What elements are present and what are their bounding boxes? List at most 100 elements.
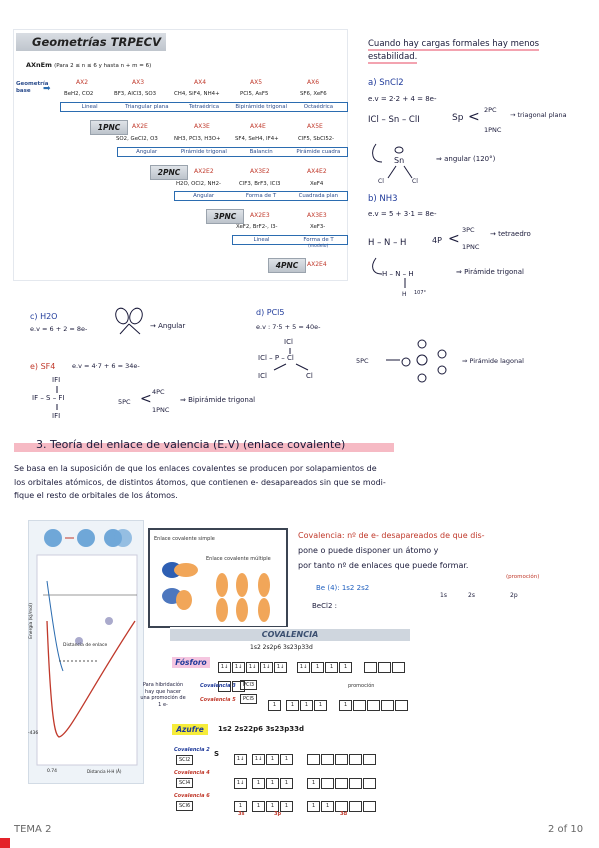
- svg-text:IFI: IFI: [52, 412, 60, 420]
- svg-text:IFI: IFI: [52, 376, 60, 384]
- covalencia-figure: COVALENCIA 1s2 2s2p6 3s23p33d Fósforo 1↓…: [170, 627, 410, 822]
- example: SF4, SeH4, IF4+: [235, 136, 279, 142]
- item-e-pnc: 1PNC: [152, 406, 170, 414]
- tag: AX4E: [250, 123, 266, 130]
- tag: AX3: [132, 79, 145, 86]
- orbital-1s: 1s: [440, 592, 447, 599]
- label-3s: 3s: [238, 811, 245, 817]
- label-3d: 3d: [340, 811, 348, 817]
- item-c-label: c) H2O: [30, 312, 58, 321]
- tag: AX4E2: [307, 168, 327, 175]
- cov2-label: Covalencia 2: [174, 747, 210, 753]
- scl2-box: SCl2: [176, 755, 194, 765]
- example: XeF3-: [310, 224, 326, 230]
- section-3-body: Se basa en la suposición de que los enla…: [14, 462, 594, 503]
- geometry-name: Bipirámide trigonal: [235, 104, 288, 110]
- hybridization-note: Para hibridación hay que hacer una promo…: [140, 682, 186, 708]
- svg-text:H: H: [402, 291, 407, 298]
- item-b-result: ⇒ Pirámide trigonal: [456, 268, 524, 276]
- page-number: 2 of 10: [548, 824, 584, 835]
- pcl5-box: PCl5: [240, 694, 258, 704]
- geometry-row: Angular Forma de T Cuadrada plan: [174, 191, 348, 201]
- pcl5-lewis-sketch: ICl ICl – P – Cl ICl Cl: [258, 338, 313, 380]
- item-e-label: e) SF4: [30, 362, 56, 371]
- item-d-result: ⇒ Pirámide lagonal: [462, 357, 524, 365]
- example: XeF2, BrF2-, I3-: [236, 224, 278, 230]
- tag: AX2E: [132, 123, 148, 130]
- geometry-name: Pirámide trigonal: [180, 149, 227, 155]
- bond-energy-figure: Energía (kJ/mol) Distancia de enlace -43…: [28, 520, 144, 784]
- item-b-angle: 107°: [414, 290, 427, 296]
- s-symbol: S: [214, 750, 220, 758]
- orbital-2s: 2s: [468, 592, 475, 599]
- example: XeF4: [310, 181, 324, 187]
- geometry-name: Forma de T: [245, 193, 277, 199]
- item-a-pc: 2PC: [484, 106, 497, 114]
- tag: AX5E: [307, 123, 323, 130]
- cov4-label: Covalencia 4: [174, 770, 210, 776]
- body-line: fique el resto de orbitales de los átomo…: [14, 491, 178, 500]
- sf4-lewis-sketch: IFI IF – S – FI IFI: [32, 376, 65, 420]
- tag: AX3E: [194, 123, 210, 130]
- geometry-name: Angular: [193, 193, 215, 199]
- example: BF3, AlCl3, SO3: [114, 91, 157, 97]
- svg-text:ICl: ICl: [258, 372, 267, 380]
- orbital-sketch: [162, 562, 270, 622]
- geometry-name: Tetraédrica: [188, 104, 220, 110]
- example: NH3, PCl3, H3O+: [174, 136, 221, 142]
- pnc-badge: 4PNC: [268, 258, 306, 273]
- pnc-badge: 3PNC: [206, 209, 244, 224]
- item-a-structure: ICl – Sn – ClI: [368, 115, 420, 125]
- item-b-label: b) NH3: [368, 194, 398, 204]
- example: PCl5, AsF5: [240, 91, 269, 97]
- svg-text:Sn: Sn: [394, 156, 404, 165]
- item-c-ev: e.v = 6 + 2 = 8e-: [30, 325, 88, 333]
- covalencia-title: COVALENCIA: [170, 629, 410, 641]
- cov6-label: Covalencia 6: [174, 793, 210, 799]
- svg-text:Cl: Cl: [412, 178, 418, 184]
- item-b-tetra: → tetraedro: [490, 230, 531, 238]
- scl4-box: SCl4: [176, 778, 194, 788]
- geometry-name: Balancín: [249, 149, 273, 155]
- svg-text:Cl: Cl: [378, 178, 384, 184]
- tag: AX2E3: [250, 212, 270, 219]
- bond-energy-plot: [36, 529, 138, 766]
- azufre-label: Azufre: [172, 724, 208, 735]
- svg-text:ICl – P – Cl: ICl – P – Cl: [258, 354, 294, 362]
- orbital-2p: 2p: [510, 592, 518, 599]
- pcl3-box: PCl3: [240, 680, 258, 690]
- tag: AX2: [76, 79, 89, 86]
- item-b-structure: H – N – H: [368, 238, 407, 248]
- sncl2-sketch: Sn Cl Cl: [372, 143, 418, 184]
- bond-min-value: -436: [28, 731, 39, 736]
- item-a-angular: ⇒ angular (120°): [436, 155, 496, 163]
- geometry-row: Angular Pirámide trigonal Balancín Pirám…: [117, 147, 348, 157]
- geometry-name: Lineal: [253, 237, 270, 243]
- geometry-name: Octaédrica: [303, 104, 334, 110]
- pcl5-geometry-sketch: [386, 339, 447, 383]
- section-3-heading: 3. Teoría del enlace de valencia (E.V) (…: [14, 438, 394, 454]
- svg-text:Cl: Cl: [306, 372, 313, 380]
- tag: AX2E4: [307, 261, 327, 268]
- pnc-badge: 1PNC: [90, 120, 128, 135]
- example: CH4, SiF4, NH4+: [174, 91, 220, 97]
- covalencia-definition: Covalencia: nº de e- desapareados de que…: [298, 531, 485, 570]
- fosforo-label: Fósforo: [172, 657, 210, 668]
- body-line: Se basa en la suposición de que los enla…: [14, 464, 377, 473]
- scl6-box: SCl6: [176, 801, 194, 811]
- example: ClF5, SbCl52-: [298, 136, 335, 142]
- svg-text:ICl: ICl: [284, 338, 293, 346]
- section-3-title: 3. Teoría del enlace de valencia (E.V) (…: [36, 438, 346, 451]
- geometry-base-label: Geometría base: [16, 81, 49, 94]
- item-a-sp: Sp: [452, 113, 464, 123]
- tag: AX6: [307, 79, 320, 86]
- multiple-bond-label: Enlace covalente múltiple: [206, 556, 271, 562]
- geometry-note: (modelo): [308, 244, 329, 249]
- bond-xlabel: Distancia H-H (Å): [87, 769, 122, 774]
- corner-marker: [0, 838, 10, 848]
- cov5-label: Covalencia 5: [200, 697, 236, 703]
- item-a-label: a) SnCl2: [368, 78, 404, 88]
